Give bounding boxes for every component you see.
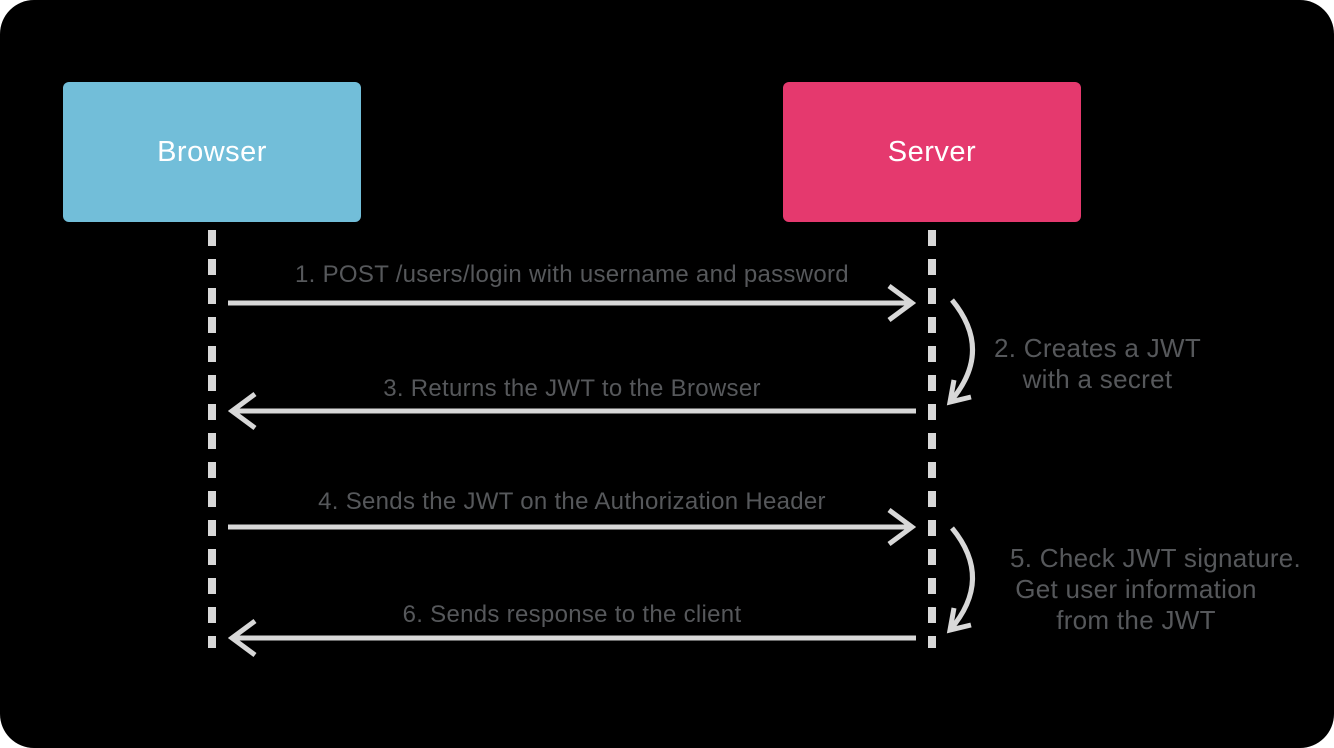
lifeline-browser [208, 230, 216, 648]
arrow-right-icon [228, 283, 916, 323]
note-2-line-2: with a secret [1022, 364, 1173, 394]
arrow-left-icon [228, 391, 916, 431]
arrow-left-icon [228, 618, 916, 658]
message-4-label: 4. Sends the JWT on the Authorization He… [318, 488, 826, 515]
arrow-right-icon [228, 507, 916, 547]
message-3-label: 3. Returns the JWT to the Browser [383, 375, 761, 402]
actor-label-server: Server [887, 135, 977, 168]
message-6-label: 6. Sends response to the client [402, 601, 742, 628]
self-call-curved-arrow-icon [946, 298, 975, 406]
note-2: 2. Creates a JWT with a secret [990, 333, 1205, 395]
note-5-line-1: 5. Check JWT signature. [1010, 543, 1302, 573]
actor-label-browser: Browser [157, 135, 267, 168]
lifeline-server [928, 230, 936, 648]
self-call-curved-arrow-icon [946, 526, 975, 634]
note-2-line-1: 2. Creates a JWT [993, 333, 1202, 363]
actor-box-browser: Browser [63, 82, 361, 222]
actor-box-server: Server [783, 82, 1081, 222]
note-5-line-3: from the JWT [1056, 605, 1216, 635]
note-5: 5. Check JWT signature. Get user informa… [1010, 543, 1302, 636]
message-1-label: 1. POST /users/login with username and p… [295, 261, 849, 288]
note-5-line-2: Get user information [1015, 574, 1257, 604]
